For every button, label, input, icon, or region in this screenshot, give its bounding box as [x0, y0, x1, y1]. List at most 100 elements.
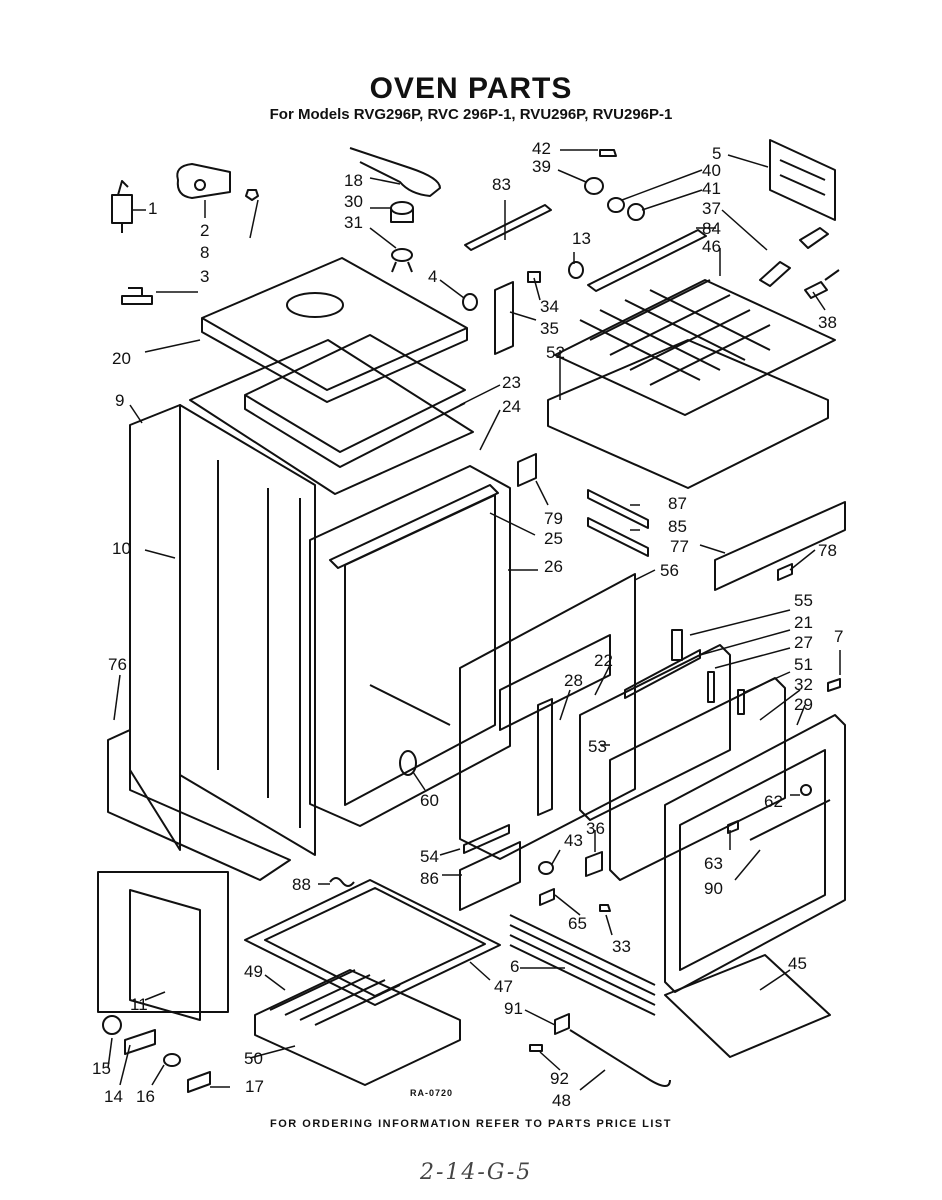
callout-91: 91	[504, 999, 523, 1018]
callout-48: 48	[552, 1091, 571, 1110]
part-85-rail	[587, 517, 649, 557]
part-24-liner-top	[189, 339, 474, 495]
part-oven-frame	[179, 404, 316, 856]
part-25-seal	[329, 484, 499, 569]
callout-39: 39	[532, 157, 551, 176]
part-76-base-panel	[107, 729, 291, 881]
callout-32: 32	[794, 675, 813, 694]
callout-87: 87	[668, 494, 687, 513]
callout-50: 50	[244, 1049, 263, 1068]
part-40-ring	[607, 197, 625, 213]
callout-36: 36	[586, 819, 605, 838]
callout-2: 2	[200, 221, 210, 240]
element-inner	[264, 887, 486, 997]
part-30-knob	[390, 201, 414, 223]
part-65-bushing	[539, 888, 555, 906]
callout-31: 31	[344, 213, 363, 232]
part-20-top-panel	[201, 257, 468, 403]
callout-63: 63	[704, 854, 723, 873]
part-18-cord	[349, 147, 441, 197]
callout-17: 17	[245, 1077, 264, 1096]
callout-41: 41	[702, 179, 721, 198]
part-13-grommet	[568, 261, 584, 279]
part-39-bushing	[584, 177, 604, 195]
callout-6: 6	[510, 957, 520, 976]
door-window-frame	[499, 634, 611, 731]
part-15-knob	[102, 1015, 122, 1035]
part-51-strip	[737, 689, 745, 715]
part-26-liner	[309, 465, 511, 827]
callout-13: 13	[572, 229, 591, 248]
part-45-drawer-liner	[664, 954, 831, 1058]
callout-86: 86	[420, 869, 439, 888]
callout-21: 21	[794, 613, 813, 632]
callout-49: 49	[244, 962, 263, 981]
part-29-outer-door	[664, 714, 846, 993]
callout-14: 14	[104, 1087, 123, 1106]
part-41-lamp	[627, 203, 645, 221]
part-50-broiler-pan	[254, 969, 461, 1086]
callout-4: 4	[428, 267, 438, 286]
liner-divider	[369, 684, 451, 726]
part-34-clip	[527, 271, 541, 283]
part-43-nut	[538, 861, 554, 875]
part-38-igniter	[804, 269, 840, 299]
part-92-screw	[529, 1044, 543, 1052]
callout-34: 34	[540, 297, 559, 316]
callout-46: 46	[702, 237, 721, 256]
callout-30: 30	[344, 192, 363, 211]
callout-26: 26	[544, 557, 563, 576]
callout-25: 25	[544, 529, 563, 548]
part-4-plug	[462, 293, 478, 311]
page-title: OVEN PARTS	[369, 72, 573, 105]
part-5-bracket	[769, 139, 836, 221]
callout-35: 35	[540, 319, 559, 338]
callout-54: 54	[420, 847, 439, 866]
part-91-valve	[554, 1013, 570, 1035]
part-35-hinge	[494, 281, 514, 355]
part-42-screw	[599, 149, 617, 157]
part-23-panel	[244, 334, 466, 468]
callout-60: 60	[420, 791, 439, 810]
part-63-clip	[727, 820, 739, 834]
callout-65: 65	[568, 914, 587, 933]
part-1-switch	[111, 180, 133, 233]
part-62-screw	[800, 784, 812, 796]
frame-ribs	[217, 460, 301, 828]
part-53-glass	[579, 644, 731, 821]
callout-20: 20	[112, 349, 131, 368]
handwritten-note: 2-14-G-5	[420, 1160, 533, 1185]
callout-47: 47	[494, 977, 513, 996]
part-11-panel	[129, 889, 201, 1021]
pan-slots	[269, 969, 401, 1026]
part-52-cooktop	[547, 339, 829, 489]
callout-3: 3	[200, 267, 210, 286]
callout-90: 90	[704, 879, 723, 898]
callout-79: 79	[544, 509, 563, 528]
callout-10: 10	[112, 539, 131, 558]
callout-83: 83	[492, 175, 511, 194]
callout-38: 38	[818, 313, 837, 332]
part-78-clip	[777, 563, 793, 581]
part-56-door-inner	[459, 573, 636, 860]
part-14-plate	[124, 1029, 156, 1055]
part-36-latch	[585, 851, 603, 877]
callout-37: 37	[702, 199, 721, 218]
callout-52: 52	[546, 343, 565, 362]
callout-23: 23	[502, 373, 521, 392]
part-87-rail	[587, 489, 649, 529]
callout-45: 45	[788, 954, 807, 973]
part-77-panel	[714, 501, 846, 591]
callout-40: 40	[702, 161, 721, 180]
callout-76: 76	[108, 655, 127, 674]
ordering-footer: FOR ORDERING INFORMATION REFER TO PARTS …	[270, 1118, 672, 1130]
callout-51: 51	[794, 655, 813, 674]
part-10-side-panel	[129, 404, 181, 851]
callout-56: 56	[660, 561, 679, 580]
callout-9: 9	[115, 391, 125, 410]
part-37-valve	[759, 227, 829, 287]
callout-8: 8	[200, 243, 210, 262]
part-28-hinge	[537, 698, 553, 816]
part-86-shield	[459, 841, 521, 911]
outer-door-panel	[679, 749, 826, 971]
